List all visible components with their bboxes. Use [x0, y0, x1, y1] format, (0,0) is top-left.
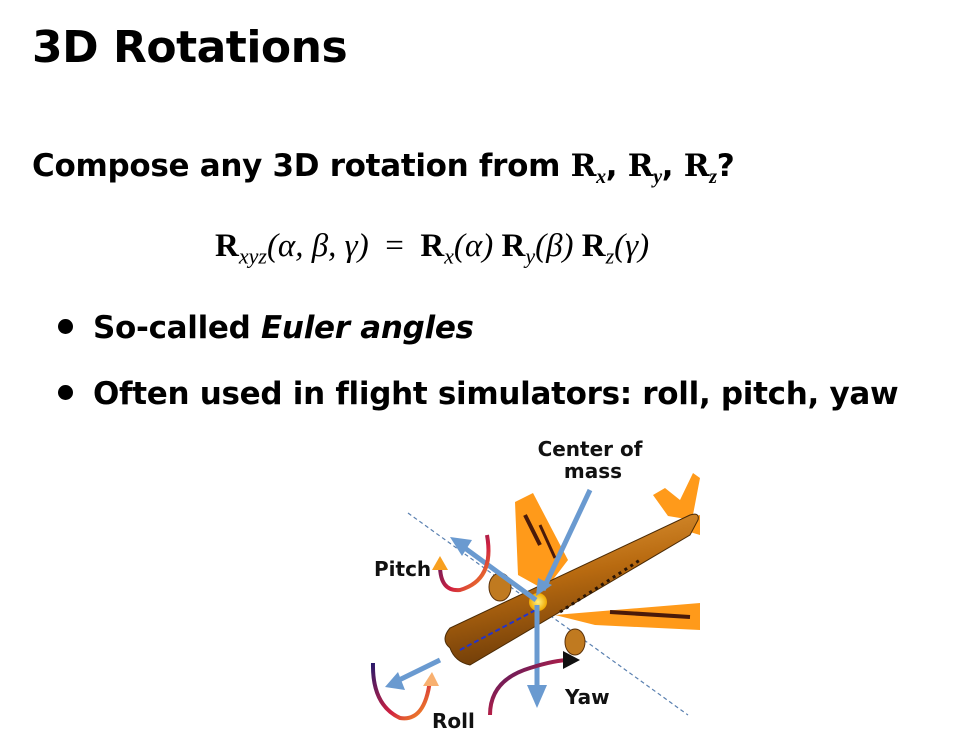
pitch-axis-line: [407, 512, 689, 716]
question: Compose any 3D rotation from Rx, Ry, Rz?: [32, 148, 735, 189]
center-label-1: Center of: [538, 437, 643, 461]
ry: R: [627, 148, 654, 184]
bullet-dot-icon: [58, 319, 73, 334]
rx: R: [570, 148, 597, 184]
fuselage: [444, 513, 699, 666]
yaw-label: Yaw: [564, 685, 610, 709]
roll-rotation-icon: [370, 662, 432, 721]
tail-fin: [653, 473, 700, 520]
pitch-arrow: [460, 543, 538, 603]
yaw-rotation-icon: [488, 658, 571, 716]
rx-sub: x: [596, 166, 606, 189]
bullet-text: Often used in flight simulators: roll, p…: [93, 376, 899, 412]
lower-wing: [555, 603, 700, 630]
eq-t2: R: [501, 228, 526, 264]
upper-wing: [515, 493, 568, 590]
equation: Rxyz(α, β, γ) = Rx(α) Ry(β) Rz(γ): [215, 228, 649, 270]
bullet-euler: So-called Euler angles: [58, 310, 474, 346]
eq-lhs-sub: xyz: [238, 243, 267, 269]
eq-t1-sub: x: [444, 243, 454, 269]
eq-lhs: R: [215, 228, 239, 264]
bullet-flight: Often used in flight simulators: roll, p…: [58, 376, 899, 412]
bullet-dot-icon: [58, 385, 73, 400]
eq-t3: R: [581, 228, 606, 264]
eq-equals: =: [385, 228, 404, 264]
bullet-text: So-called: [93, 310, 262, 346]
eq-t1-arg: (α): [453, 228, 494, 264]
rz-sub: z: [709, 166, 717, 189]
eq-t3-sub: z: [605, 243, 615, 269]
engine: [564, 628, 586, 656]
rz: R: [683, 148, 710, 184]
roll-label: Roll: [432, 709, 475, 733]
eq-t3-arg: (γ): [614, 228, 650, 264]
bullet-emph: Euler angles: [261, 310, 474, 346]
roll-axis-line: [459, 604, 546, 651]
eq-t2-arg: (β): [535, 228, 574, 264]
eq-t1: R: [420, 228, 445, 264]
ry-sub: y: [653, 166, 662, 189]
slide-title: 3D Rotations: [32, 22, 348, 73]
eq-lhs-args: (α, β, γ): [266, 228, 369, 264]
roll-arrow: [393, 657, 442, 685]
pitch-label: Pitch: [374, 557, 431, 581]
airplane-figure: Center of mass Pitch Roll Yaw: [370, 437, 700, 733]
center-label-2: mass: [564, 459, 622, 483]
question-prefix: Compose any 3D rotation from: [32, 148, 571, 184]
sep: ,: [661, 148, 684, 184]
pitch-rotation-icon: [438, 534, 491, 593]
center-arrow: [540, 488, 593, 592]
sep: ,: [605, 148, 628, 184]
eq-t2-sub: y: [525, 243, 536, 269]
question-suffix: ?: [716, 148, 735, 184]
